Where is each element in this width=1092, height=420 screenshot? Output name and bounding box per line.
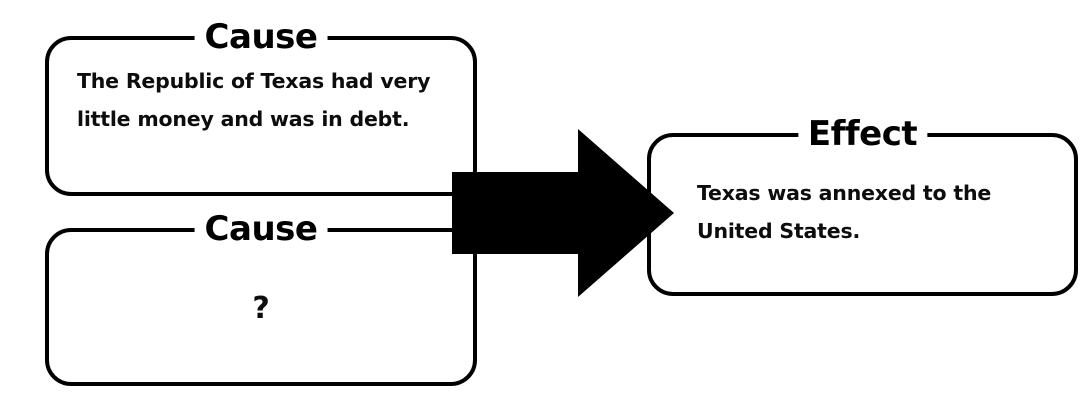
cause-box-1-title: Cause (194, 15, 328, 59)
cause-box-1-text: The Republic of Texas had very little mo… (77, 69, 431, 131)
effect-box-title: Effect (797, 112, 928, 156)
right-arrow-icon (452, 126, 674, 302)
cause-box-2-text: ? (252, 291, 270, 326)
cause-box-2-title: Cause (194, 207, 328, 251)
effect-box-text: Texas was annexed to the United States. (697, 181, 992, 243)
cause-box-1[interactable]: Cause The Republic of Texas had very lit… (45, 15, 477, 196)
effect-box[interactable]: Effect Texas was annexed to the United S… (647, 112, 1078, 296)
cause-box-2[interactable]: Cause ? (45, 207, 477, 386)
